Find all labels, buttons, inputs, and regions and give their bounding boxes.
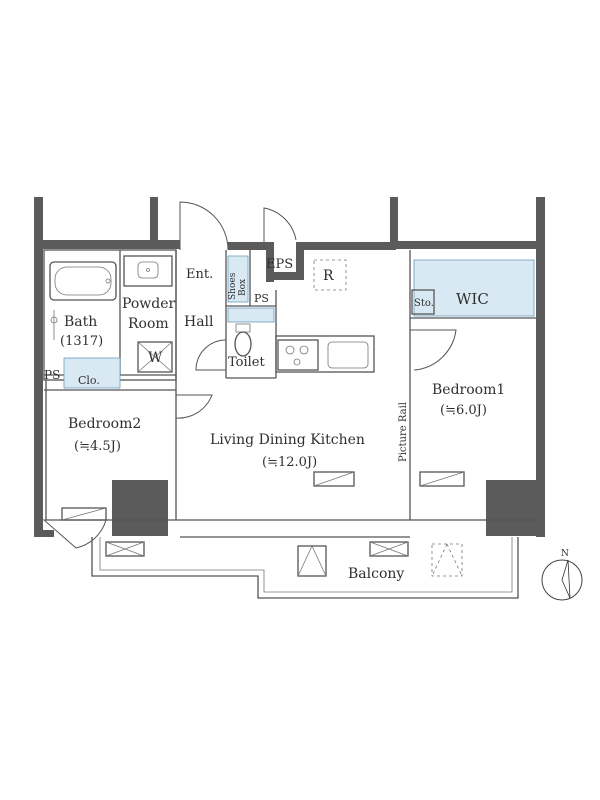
entrance-label: Ent. (186, 267, 213, 282)
shoes-box-label-2: Box (238, 279, 248, 296)
bedroom2-size-label: (≒4.5J) (74, 439, 121, 454)
compass-north-label: N (561, 549, 569, 559)
exterior-walls (34, 197, 545, 537)
washer-label: W (148, 350, 163, 366)
shoes-box-label-1: Shoes (228, 272, 238, 300)
refrigerator-label: R (323, 268, 334, 284)
skylight-markers (105, 541, 463, 577)
sink-icon (123, 255, 173, 287)
doors (42, 201, 457, 549)
storage-label: Sto. (414, 298, 434, 309)
picture-rail-label: Picture Rail (398, 402, 409, 462)
powder-room-label-2: Room (128, 316, 169, 332)
stove-icon (277, 339, 319, 371)
bathtub-icon (49, 261, 117, 301)
powder-room-label-1: Powder (122, 296, 176, 312)
balcony-outline (91, 536, 519, 599)
washer-icon (137, 341, 173, 373)
bath-size-label: (1317) (60, 334, 103, 349)
window-hatches (61, 471, 465, 521)
storage-closet (411, 289, 435, 315)
ps-hall-label: PS (254, 292, 269, 305)
ldk-label: Living Dining Kitchen (210, 432, 365, 448)
shower-icon (50, 310, 58, 340)
toilet-icon (234, 323, 252, 357)
bath-label: Bath (64, 314, 97, 330)
shoes-box-storage (227, 255, 249, 303)
ldk-size-label: (≒12.0J) (262, 455, 317, 470)
eps-label: EPS (266, 257, 293, 272)
bedroom1-label: Bedroom1 (432, 382, 505, 398)
refrigerator-space (313, 259, 347, 291)
toilet-storage (227, 307, 275, 323)
north-compass-icon: N (541, 549, 583, 601)
closet-storage (63, 357, 121, 389)
balcony-label: Balcony (348, 566, 404, 582)
bedroom2-label: Bedroom2 (68, 416, 141, 432)
ps-left-label: PS (44, 368, 60, 382)
closet-label: Clo. (78, 374, 100, 387)
hall-label: Hall (184, 314, 214, 330)
wic-label: WIC (456, 290, 489, 308)
kitchen-sink-icon (275, 335, 375, 373)
toilet-label: Toilet (228, 355, 265, 370)
bedroom1-size-label: (≒6.0J) (440, 403, 487, 418)
